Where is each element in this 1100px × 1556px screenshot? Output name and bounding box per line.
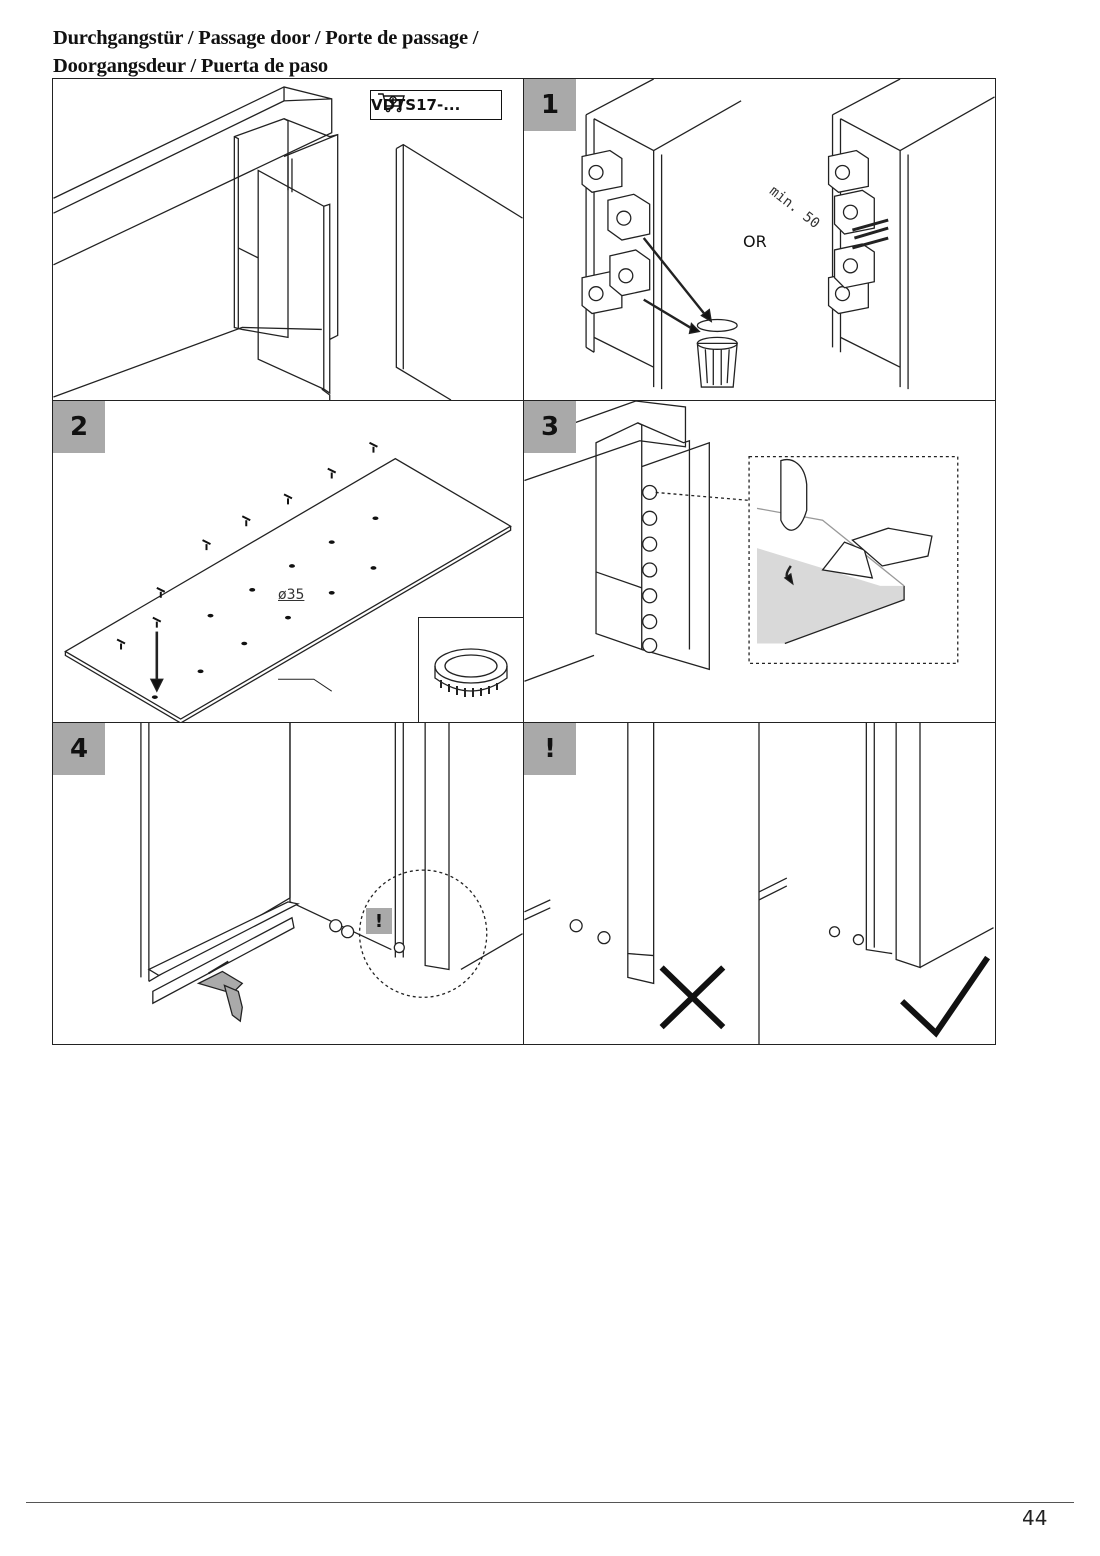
shopping-cart-icon bbox=[378, 93, 405, 113]
step-4-badge: 4 bbox=[53, 723, 105, 775]
step-1-badge: 1 bbox=[524, 79, 576, 131]
or-label: OR bbox=[743, 232, 767, 251]
step-3-badge: 3 bbox=[524, 401, 576, 453]
checkmark-icon bbox=[900, 955, 991, 1038]
hinge-plate-1 bbox=[581, 149, 651, 315]
cross-icon bbox=[659, 965, 726, 1030]
step1-illustration bbox=[581, 79, 995, 390]
panel-overview: VDTS17-... bbox=[52, 78, 524, 401]
step4-illustration bbox=[140, 723, 523, 1023]
warning-illustration bbox=[524, 723, 994, 1044]
warning-badge: ! bbox=[524, 723, 576, 775]
step2-illustration bbox=[64, 441, 512, 722]
hinge-markers bbox=[642, 484, 658, 654]
panel-step-2: 2 ø35 bbox=[52, 400, 524, 723]
page-title: Durchgangstür / Passage door / Porte de … bbox=[53, 24, 478, 80]
drill-icon bbox=[196, 960, 244, 1023]
step3-illustration bbox=[524, 401, 959, 682]
part-code-box: VDTS17-... bbox=[370, 90, 502, 120]
footer-rule bbox=[26, 1502, 1074, 1503]
hinge-cup-icon bbox=[434, 648, 508, 697]
diameter-label: ø35 bbox=[278, 587, 305, 603]
instruction-grid: VDTS17-... bbox=[52, 78, 996, 1045]
panel-warning: ! bbox=[523, 722, 996, 1045]
trash-bin-icon bbox=[696, 318, 738, 388]
screws bbox=[116, 441, 378, 650]
overview-illustration bbox=[53, 86, 523, 400]
hinge-cups bbox=[151, 516, 379, 699]
panel-step-1: 1 OR min. 50 bbox=[523, 78, 996, 401]
step-2-badge: 2 bbox=[53, 401, 105, 453]
panel-step-3: 3 bbox=[523, 400, 996, 723]
title-line-2: Doorgangsdeur / Puerta de paso bbox=[53, 55, 328, 77]
title-line-1: Durchgangstür / Passage door / Porte de … bbox=[53, 27, 479, 49]
hinge-plate-2 bbox=[827, 149, 875, 315]
panel-step-4: 4 ! bbox=[52, 722, 524, 1045]
page-number: 44 bbox=[1022, 1506, 1048, 1530]
warning-mini-badge: ! bbox=[366, 908, 392, 934]
hinge-cup-inset bbox=[418, 617, 523, 722]
